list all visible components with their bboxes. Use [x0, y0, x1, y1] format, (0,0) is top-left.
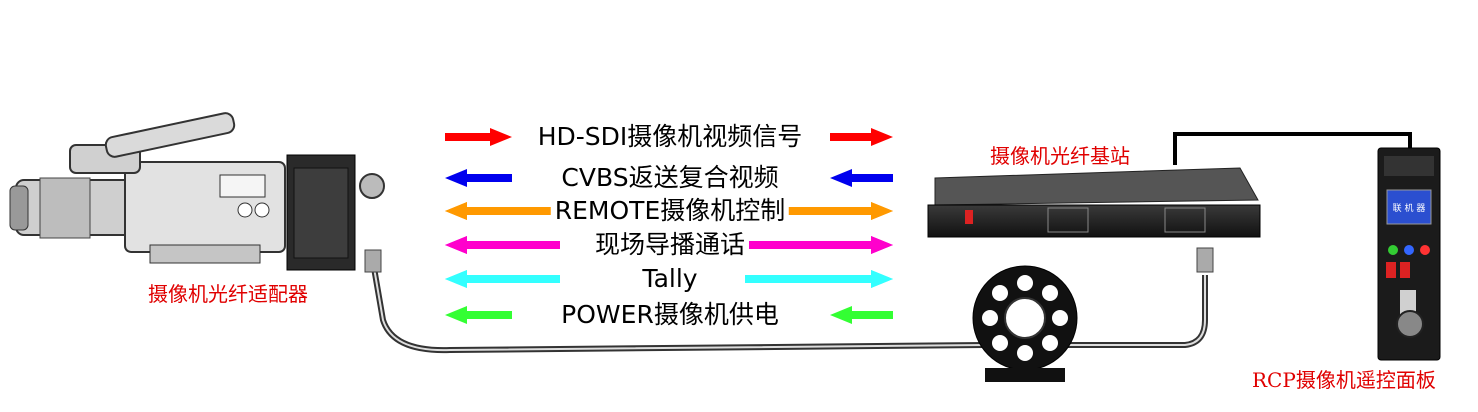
- arrow-left: [830, 306, 893, 324]
- signal-label: 现场导播通话: [590, 232, 750, 257]
- fiber-reel: [972, 265, 1078, 382]
- rcp-panel-label: RCP摄像机遥控面板: [1252, 368, 1436, 392]
- signal-label: POWER摄像机供电: [561, 300, 779, 329]
- arrow-left: [445, 236, 560, 254]
- base-station-unit: [927, 167, 1261, 238]
- arrow-left: [445, 306, 512, 324]
- camcorder: [9, 112, 286, 264]
- arrow-right: [745, 202, 893, 220]
- arrow-right: [745, 236, 893, 254]
- arrow-left: [445, 169, 512, 187]
- signal-label: Tally: [638, 266, 702, 291]
- arrow-right: [830, 128, 893, 146]
- rcp-screen-text: 联 机 器: [1393, 202, 1426, 214]
- signal-label: HD-SDI摄像机视频信号: [537, 122, 803, 151]
- rcp-panel: 联 机 器: [1377, 147, 1441, 361]
- fiber-adapter: [286, 154, 385, 271]
- arrow-left: [830, 169, 893, 187]
- signal-label: CVBS返送复合视频: [561, 163, 779, 192]
- base-station-label: 摄像机光纤基站: [990, 144, 1130, 168]
- arrow-right: [745, 270, 893, 288]
- arrow-right: [445, 128, 512, 146]
- control-cable: [1173, 132, 1412, 165]
- arrow-left: [445, 202, 560, 220]
- camera-adapter-label: 摄像机光纤适配器: [148, 282, 308, 306]
- arrow-left: [445, 270, 560, 288]
- signal-label: REMOTE摄像机控制: [550, 198, 790, 223]
- fiber-cable: [364, 247, 1214, 354]
